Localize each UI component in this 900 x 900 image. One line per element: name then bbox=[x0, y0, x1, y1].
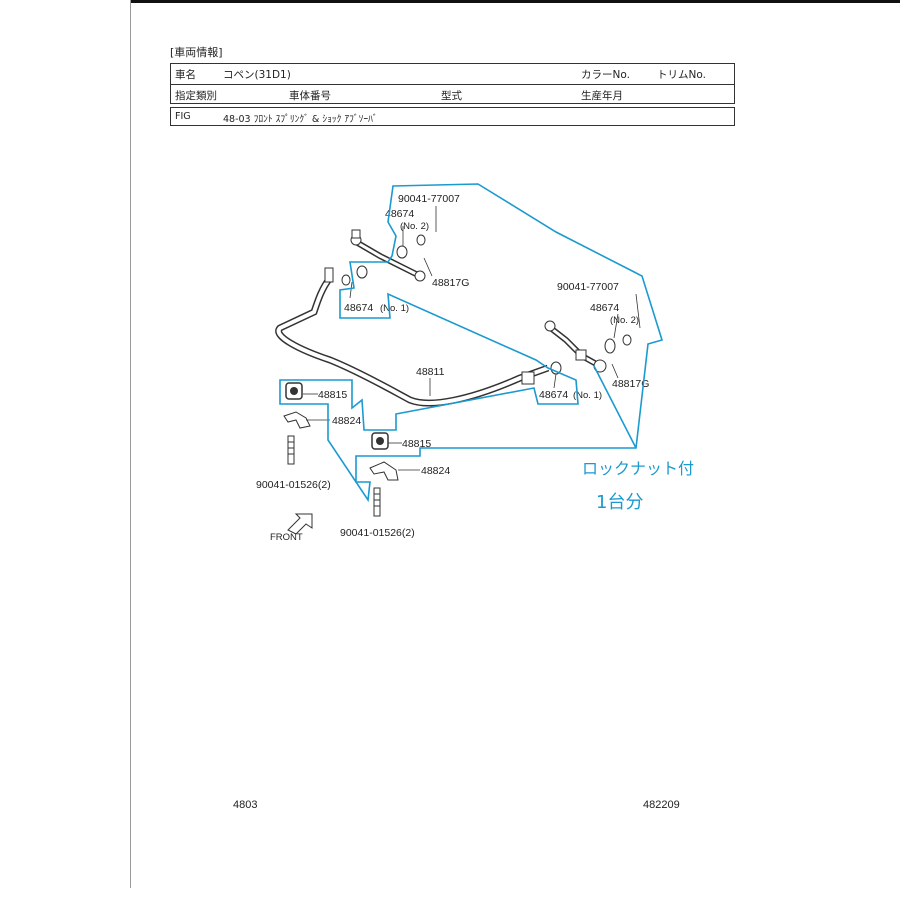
front-label: FRONT bbox=[270, 532, 303, 543]
leader-lines bbox=[303, 206, 641, 471]
part-cushion-no2-1: 48674 bbox=[385, 208, 414, 220]
part-link-2: 48817G bbox=[612, 378, 649, 390]
section-title: [車両情報] bbox=[170, 46, 223, 59]
bushing-left bbox=[285, 382, 303, 400]
part-cushion-no1-2: 48674 bbox=[539, 389, 568, 401]
nut-right bbox=[622, 334, 632, 346]
part-bolt-1: 90041-01526(2) bbox=[256, 479, 331, 491]
vehicle-info-row-1: 車名 コペン(31D1) カラーNo. トリムNo. bbox=[171, 64, 734, 84]
front-arrow-icon bbox=[287, 513, 313, 535]
handwritten-note-line2: 1台分 bbox=[596, 492, 643, 513]
part-cushion-no2-2: 48674 bbox=[590, 302, 619, 314]
bolt-right bbox=[373, 487, 381, 517]
vehicle-info-table: 車名 コペン(31D1) カラーNo. トリムNo. 指定類別 車体番号 型式 … bbox=[170, 63, 735, 104]
fig-title-box: FIG 48-03 ﾌﾛﾝﾄ ｽﾌﾟﾘﾝｸﾞ & ｼｮｯｸ ｱﾌﾞｿｰﾊﾞ bbox=[170, 107, 735, 126]
production-date-label: 生産年月 bbox=[581, 90, 623, 102]
cushion-no2-left bbox=[396, 245, 408, 259]
model-value: コペン(31D1) bbox=[223, 69, 291, 81]
part-no2-2: (No. 2) bbox=[610, 315, 639, 326]
stabilizer-link-right bbox=[544, 320, 607, 373]
washer-left bbox=[341, 274, 351, 286]
page-left-edge bbox=[130, 0, 131, 888]
fig-label: FIG bbox=[175, 111, 191, 122]
part-nut-1: 90041-77007 bbox=[398, 193, 460, 205]
cushion-no1-left bbox=[356, 265, 368, 279]
model-label: 車名 bbox=[175, 69, 196, 81]
bar-end-left bbox=[324, 267, 334, 283]
part-no1-2: (No. 1) bbox=[573, 390, 602, 401]
part-bushing-1: 48815 bbox=[318, 389, 347, 401]
part-bolt-2: 90041-01526(2) bbox=[340, 527, 415, 539]
bracket-right bbox=[369, 461, 399, 481]
handwritten-note-line1: ロックナット付 bbox=[582, 459, 694, 478]
vin-label: 車体番号 bbox=[289, 90, 331, 102]
handwritten-outline bbox=[279, 183, 664, 503]
part-no2-1: (No. 2) bbox=[400, 221, 429, 232]
part-bushing-2: 48815 bbox=[402, 438, 431, 450]
stabilizer-link-left bbox=[350, 229, 426, 282]
part-cushion-no1-1: 48674 bbox=[344, 302, 373, 314]
page-top-edge bbox=[130, 0, 900, 3]
designation-label: 指定類別 bbox=[175, 90, 217, 102]
bolt-left bbox=[287, 435, 295, 465]
part-bracket-2: 48824 bbox=[421, 465, 450, 477]
part-nut-2: 90041-77007 bbox=[557, 281, 619, 293]
nut-left bbox=[416, 234, 426, 246]
bushing-right bbox=[371, 432, 389, 450]
bracket-left bbox=[283, 411, 311, 429]
handwritten-leader bbox=[593, 365, 637, 449]
trim-no-label: トリムNo. bbox=[657, 69, 706, 81]
part-stabilizer-bar: 48811 bbox=[416, 366, 445, 378]
part-link-1: 48817G bbox=[432, 277, 469, 289]
color-no-label: カラーNo. bbox=[581, 69, 630, 81]
footer-right-code: 482209 bbox=[643, 799, 680, 811]
part-bracket-1: 48824 bbox=[332, 415, 361, 427]
vehicle-info-row-2: 指定類別 車体番号 型式 生産年月 bbox=[171, 84, 734, 105]
footer-left-code: 4803 bbox=[233, 799, 258, 811]
part-no1-1: (No. 1) bbox=[380, 303, 409, 314]
cushion-no2-right bbox=[604, 338, 616, 354]
type-label: 型式 bbox=[441, 90, 462, 102]
bar-end-right bbox=[521, 371, 535, 385]
fig-title: 48-03 ﾌﾛﾝﾄ ｽﾌﾟﾘﾝｸﾞ & ｼｮｯｸ ｱﾌﾞｿｰﾊﾞ bbox=[223, 114, 378, 125]
